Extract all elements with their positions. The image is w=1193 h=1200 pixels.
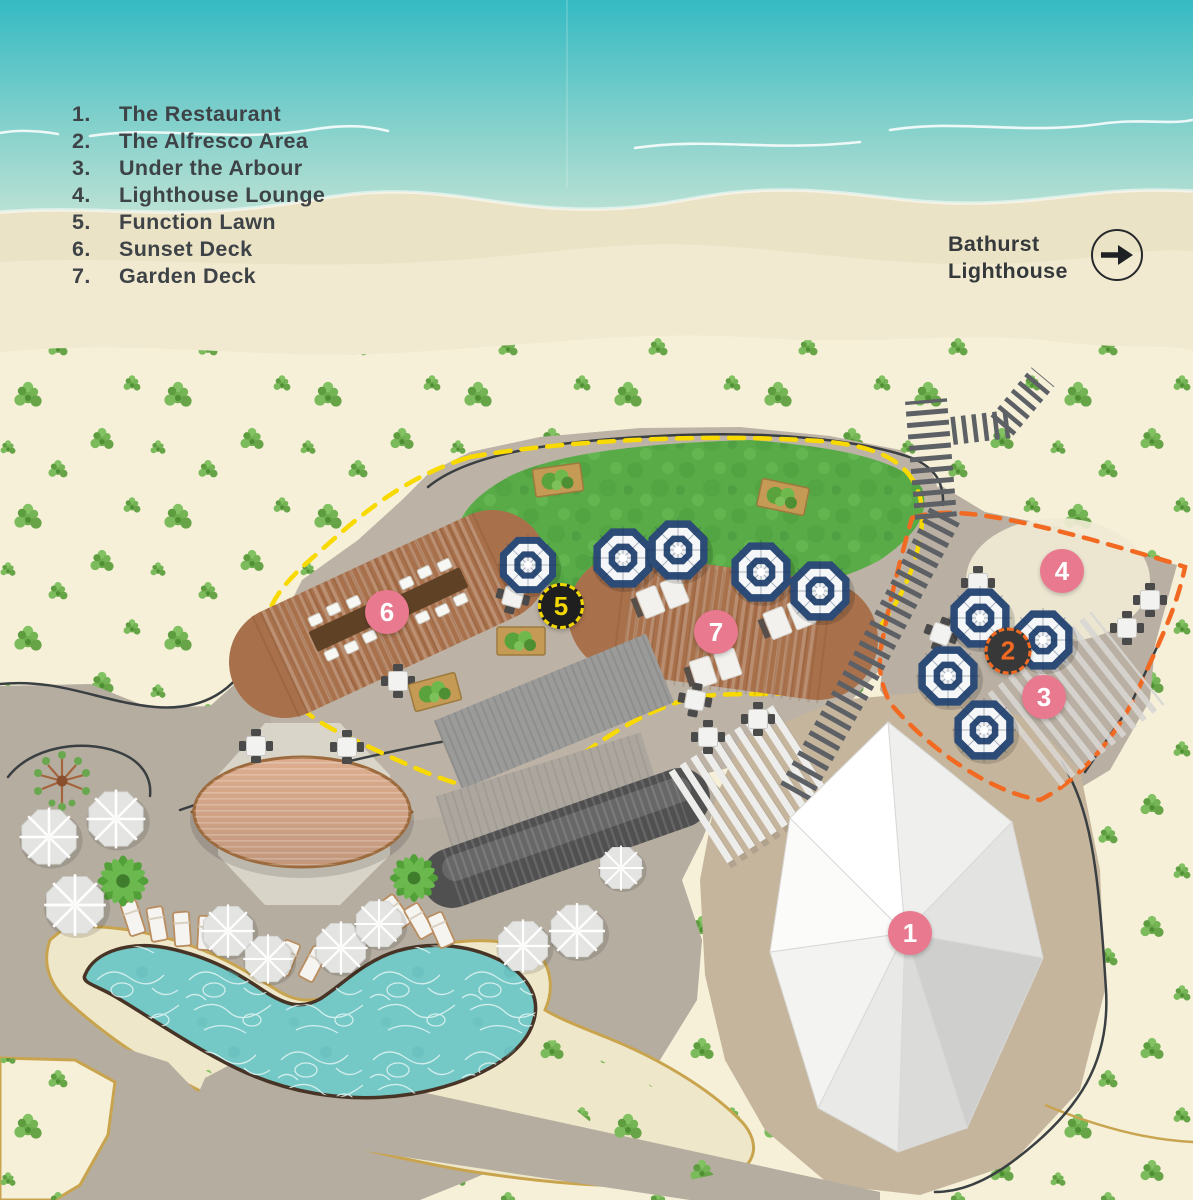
marker-lounge: 4	[1040, 549, 1084, 593]
marker-alfresco: 2	[984, 627, 1032, 675]
arrow-right-icon	[1091, 229, 1143, 281]
direction-line2: Lighthouse	[948, 259, 1068, 283]
legend-label: Function Lawn	[119, 210, 276, 234]
legend-number: 1.	[72, 102, 91, 126]
legend-label: Under the Arbour	[119, 156, 303, 180]
marker-garden-deck: 7	[694, 610, 738, 654]
wave-lines	[0, 118, 1193, 150]
legend-number: 2.	[72, 129, 91, 153]
arrow-glyph	[1101, 245, 1133, 265]
legend-number: 4.	[72, 183, 91, 207]
boardwalk-stairs	[780, 367, 1055, 802]
marker-sunset-deck: 6	[365, 590, 409, 634]
direction-line1: Bathurst	[948, 232, 1040, 256]
legend-label: The Restaurant	[119, 102, 282, 126]
legend-label: Sunset Deck	[119, 237, 253, 261]
legend-number: 5.	[72, 210, 91, 234]
bar-structure	[422, 768, 710, 908]
marker-restaurant: 1	[888, 911, 932, 955]
bathurst-lighthouse-label: Bathurst Lighthouse	[948, 231, 1068, 285]
coral-tree	[34, 751, 90, 811]
legend-label: Lighthouse Lounge	[119, 183, 326, 207]
trees	[34, 751, 438, 907]
legend-number: 7.	[72, 264, 91, 288]
pergola	[668, 704, 837, 869]
legend-number: 6.	[72, 237, 91, 261]
lawn-planter	[531, 462, 585, 498]
legend-label: The Alfresco Area	[119, 129, 309, 153]
service-roofs	[433, 633, 675, 856]
legend-label: Garden Deck	[119, 264, 257, 288]
arbour	[987, 611, 1165, 787]
restaurant-roof	[769, 720, 1044, 1153]
waterline	[0, 188, 1193, 214]
function-lawn	[456, 440, 925, 602]
shade-structure	[190, 755, 414, 878]
legend-number: 3.	[72, 156, 91, 180]
palm-tree	[390, 854, 438, 902]
marker-lawn: 5	[538, 583, 584, 629]
pool	[82, 943, 538, 1100]
legend: 1. The Restaurant 2. The Alfresco Area 3…	[72, 102, 326, 288]
marker-arbour: 3	[1022, 675, 1066, 719]
